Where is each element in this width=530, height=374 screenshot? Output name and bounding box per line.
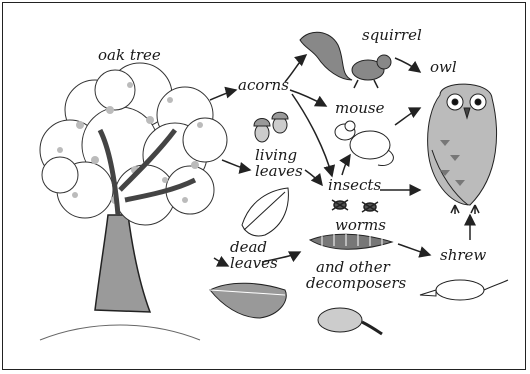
label-living-2: leaves bbox=[255, 162, 303, 180]
worms-illustration bbox=[310, 234, 392, 249]
label-dead-2: leaves bbox=[230, 254, 278, 272]
label-shrew: shrew bbox=[440, 246, 486, 264]
shrew-illustration bbox=[420, 280, 508, 300]
acorns-illustration bbox=[254, 112, 288, 142]
living-leaf-illustration bbox=[242, 188, 288, 236]
magnifier-illustration bbox=[318, 308, 382, 334]
label-decomposers-2: decomposers bbox=[306, 274, 407, 292]
dead-leaf-illustration bbox=[210, 283, 286, 318]
insects-illustration bbox=[332, 200, 378, 212]
label-insects: insects bbox=[328, 176, 381, 194]
oak-tree-illustration bbox=[40, 63, 227, 340]
label-worms: worms bbox=[335, 216, 386, 234]
label-mouse: mouse bbox=[335, 99, 385, 117]
mouse-illustration bbox=[335, 121, 393, 166]
owl-illustration bbox=[428, 84, 497, 214]
label-owl: owl bbox=[430, 58, 457, 76]
label-acorns: acorns bbox=[238, 76, 289, 94]
label-squirrel: squirrel bbox=[362, 26, 422, 44]
label-oak-tree: oak tree bbox=[98, 46, 161, 64]
